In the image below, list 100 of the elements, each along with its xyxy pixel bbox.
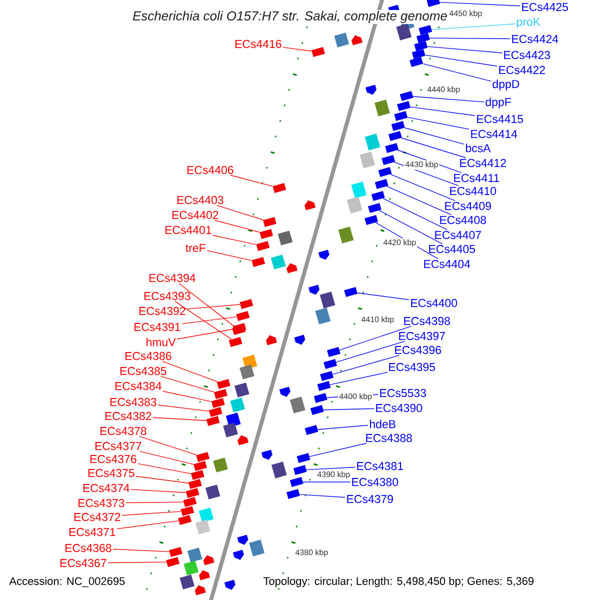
leader-line	[425, 54, 498, 66]
leader-line	[330, 372, 388, 386]
gene-label: ECs4397	[399, 332, 445, 340]
leader-line	[407, 116, 470, 130]
gene-label: hmuV	[146, 338, 176, 346]
gene-label: ECs4423	[504, 50, 550, 60]
gene-block	[211, 398, 225, 408]
leader-line	[160, 376, 214, 392]
leader-line	[427, 46, 502, 54]
gene-label: ECs4392	[139, 306, 186, 316]
gene-block	[290, 477, 304, 488]
leader-line	[306, 466, 356, 470]
gene-label: ECs4415	[477, 114, 524, 124]
leader-line	[158, 404, 210, 412]
scale-label: 4410 kbp	[360, 315, 396, 325]
leader-line	[138, 436, 197, 456]
gene-block	[168, 547, 182, 558]
leader-line	[440, 2, 520, 6]
leader-line	[230, 174, 273, 187]
gene-label: ECs5533	[380, 388, 426, 398]
leader-line	[182, 316, 238, 324]
gene-block	[193, 460, 207, 472]
leader-line	[130, 489, 186, 493]
leader-line	[431, 24, 516, 30]
gene-block	[320, 370, 334, 382]
leader-line	[390, 174, 456, 202]
gene-block	[260, 229, 274, 240]
leader-line	[336, 340, 405, 363]
gene-label: dppD	[492, 80, 520, 90]
gene-block	[186, 488, 200, 498]
leader-line	[116, 520, 179, 530]
leader-line	[410, 106, 476, 116]
gene-block	[418, 24, 432, 36]
leader-line	[379, 210, 442, 244]
gene-label: bcsA	[466, 144, 491, 152]
gene-label: ECs4401	[165, 226, 212, 234]
gene-label: ECs4377	[95, 442, 142, 450]
gene-label: ECs4425	[522, 2, 568, 12]
gene-label: ECs4383	[110, 398, 156, 406]
gene-label: dppF	[486, 98, 511, 108]
gene-block	[368, 202, 382, 214]
gene-label: ECs4405	[429, 244, 476, 254]
leader-line	[176, 328, 234, 340]
leader-line	[138, 463, 192, 474]
gene-label: ECs4403	[177, 196, 224, 204]
gene-label: ECs4398	[404, 316, 450, 326]
gene-block	[374, 178, 388, 190]
leader-line	[429, 38, 510, 40]
gene-block	[326, 346, 340, 358]
gene-label: ECs4395	[389, 362, 436, 372]
scale-label: 4420 kbp	[382, 238, 418, 248]
gene-label: proK	[516, 18, 540, 28]
gene-label: ECs4396	[395, 346, 441, 354]
gene-block	[296, 453, 310, 464]
gene-block	[394, 110, 408, 122]
gene-block	[324, 359, 338, 370]
gene-block	[178, 515, 192, 526]
scale-label: 4430 kbp	[404, 160, 440, 170]
gene-label: ECs4411	[454, 174, 500, 182]
gene-block	[208, 407, 222, 418]
gene-label: ECs4402	[172, 210, 218, 220]
gene-label: ECs4410	[450, 186, 496, 196]
gene-label: ECs4391	[134, 322, 180, 332]
leader-line	[162, 390, 212, 402]
gene-label: ECs4409	[445, 202, 491, 210]
gene-block	[371, 190, 385, 202]
leader-line	[139, 450, 194, 465]
gene-label: ECs4378	[100, 426, 146, 436]
gene-block	[364, 214, 378, 226]
gene-label: ECs4380	[352, 478, 398, 486]
gene-label: ECs4400	[411, 298, 458, 308]
leader-line	[212, 234, 256, 245]
gene-block	[400, 90, 414, 102]
leader-line	[332, 354, 400, 375]
gene-label: ECs4393	[144, 292, 190, 300]
gene-block	[311, 46, 325, 58]
gene-block	[180, 506, 194, 516]
gene-block	[414, 40, 428, 52]
leader-line	[174, 300, 232, 340]
scale-label: 4380 kbp	[294, 548, 330, 558]
leader-line	[216, 204, 264, 220]
leader-line	[317, 424, 368, 430]
gene-label: ECs4422	[499, 66, 545, 74]
gene-block	[426, 0, 440, 8]
gene-label: ECs4374	[83, 484, 130, 492]
map-title: Escherichia coli O157:H7 str. Sakai, complete genome	[131, 10, 449, 24]
leader-line	[404, 128, 464, 144]
leader-line	[206, 250, 252, 261]
gene-label: ECs4414	[471, 130, 518, 138]
leader-line	[382, 198, 448, 230]
gene-block	[412, 48, 426, 60]
gene-label: ECs4384	[115, 382, 162, 390]
gene-block	[214, 388, 228, 400]
gene-label: ECs4368	[65, 544, 112, 552]
leader-line	[152, 417, 207, 421]
leader-line	[162, 360, 218, 382]
leader-line	[386, 186, 452, 216]
gene-block	[206, 416, 220, 426]
gene-label: ECs4408	[440, 216, 486, 224]
leader-line	[186, 304, 240, 310]
